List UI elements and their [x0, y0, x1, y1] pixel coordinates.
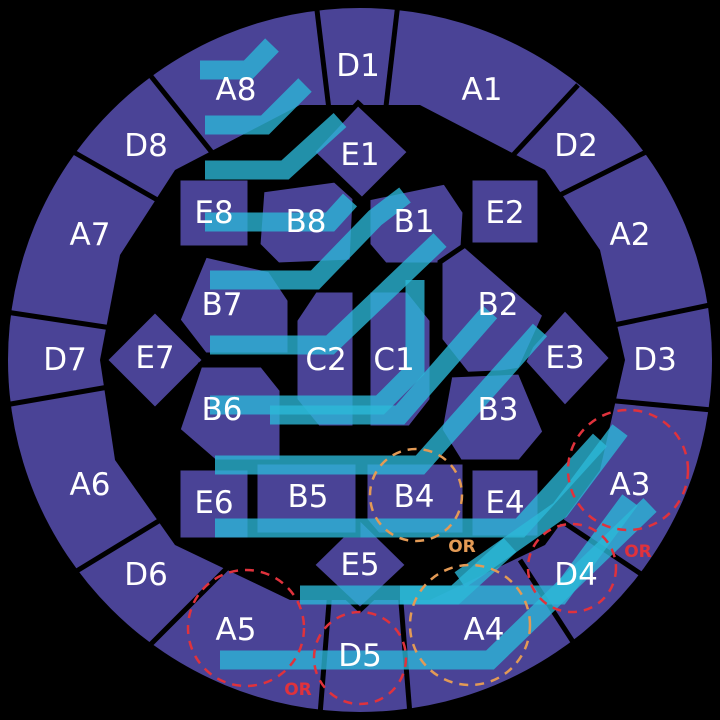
trace-B6 [210, 280, 425, 415]
trace-B1 [210, 187, 411, 290]
label-E5: E5 [340, 547, 379, 583]
trace-B5 [215, 323, 548, 475]
or-label-b4-a4: OR [448, 537, 476, 557]
label-D6: D6 [124, 557, 168, 593]
region-E7 [101, 306, 209, 414]
label-D1: D1 [336, 48, 380, 84]
region-E2 [467, 175, 543, 248]
label-A6: A6 [70, 467, 111, 503]
trace-A8-top [200, 38, 279, 80]
label-B3: B3 [478, 392, 519, 428]
label-A2: A2 [610, 217, 651, 253]
label-B1: B1 [394, 204, 435, 240]
label-E8: E8 [194, 195, 233, 231]
label-A3: A3 [610, 467, 651, 503]
label-D4: D4 [554, 557, 598, 593]
ring-D5 [312, 610, 408, 706]
ring-A3 [566, 408, 690, 532]
ring-A4 [408, 563, 532, 687]
label-B4: B4 [394, 479, 435, 515]
label-C2: C2 [305, 342, 346, 378]
label-D7: D7 [43, 342, 87, 378]
label-D8: D8 [124, 128, 168, 164]
or-label-a3-d4: OR [624, 542, 652, 562]
label-B5: B5 [288, 479, 329, 515]
label-A7: A7 [70, 217, 111, 253]
trace-D5 [220, 498, 657, 670]
label-B7: B7 [202, 287, 243, 323]
label-C1: C1 [373, 342, 414, 378]
label-A1: A1 [462, 72, 503, 108]
label-E3: E3 [545, 340, 584, 376]
label-A8: A8 [216, 72, 257, 108]
label-B2: B2 [478, 287, 519, 323]
ring-D4 [526, 522, 618, 614]
label-B8: B8 [286, 204, 327, 240]
trace-B7 [210, 233, 447, 355]
ring-A5 [186, 568, 306, 688]
or-label-a5-d5: OR [284, 680, 312, 700]
label-E6: E6 [194, 485, 233, 521]
label-D5: D5 [338, 638, 382, 674]
trace-A3 [454, 424, 628, 588]
label-E7: E7 [135, 340, 174, 376]
trace-paths [200, 38, 657, 670]
ring-B4 [368, 447, 464, 543]
label-A5: A5 [216, 612, 257, 648]
label-E1: E1 [340, 137, 379, 173]
trace-E1 [205, 112, 347, 180]
highlight-rings [186, 408, 690, 706]
label-D2: D2 [554, 128, 598, 164]
segment-labels: D1 A1 D2 A2 D3 A3 D4 A4 D5 A5 D6 A6 D7 A… [43, 48, 677, 674]
trace-E8 [205, 193, 358, 232]
or-annotations: OR OR OR [284, 537, 652, 700]
label-E2: E2 [485, 195, 524, 231]
label-E4: E4 [485, 485, 524, 521]
label-A4: A4 [464, 612, 505, 648]
label-B6: B6 [202, 392, 243, 428]
label-D3: D3 [633, 342, 677, 378]
trace-B2 [270, 305, 498, 425]
trace-A8-lower [205, 78, 312, 135]
